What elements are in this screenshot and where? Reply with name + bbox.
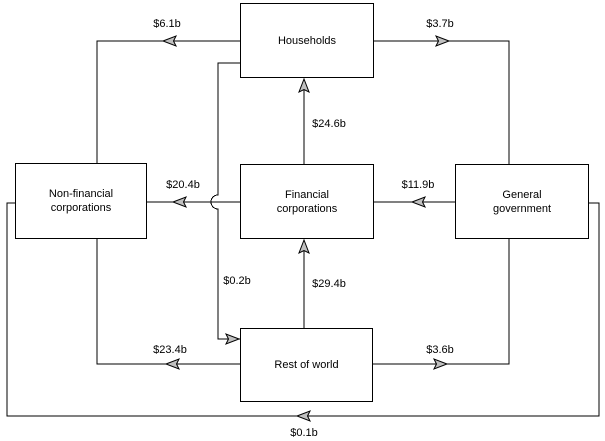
- arrowhead-icon: [224, 333, 241, 345]
- flow-value-rest-of-world-to-non-financial: $23.4b: [153, 344, 187, 356]
- node-households: Households: [240, 3, 374, 78]
- flow-value-government-to-financial: $11.9b: [401, 179, 435, 191]
- arrowhead-icon: [298, 77, 310, 94]
- edge-general-government-to-non-financial-corporations: [6, 202, 600, 422]
- arrowhead-icon: [161, 35, 178, 47]
- node-general-government-label: General government: [492, 188, 552, 215]
- flow-value-financial-to-households: $24.6b: [312, 118, 346, 130]
- arrowhead-icon: [410, 196, 427, 208]
- node-general-government: General government: [455, 164, 589, 239]
- arrowhead-icon: [164, 358, 181, 370]
- edge-general-government-to-financial-corporations: [374, 196, 455, 208]
- node-non-financial-corporations: Non-financial corporations: [15, 163, 147, 239]
- node-households-label: Households: [277, 34, 337, 47]
- flow-value-rest-of-world-to-government: $3.6b: [426, 344, 454, 356]
- arrowhead-icon: [434, 35, 451, 47]
- node-rest-of-world: Rest of world: [240, 328, 373, 402]
- edge-line: [210, 62, 240, 340]
- edge-financial-corporations-to-non-financial-corporations: [147, 196, 240, 208]
- edge-households-to-non-financial-corporations: [96, 35, 240, 163]
- edge-households-to-general-government: [374, 35, 510, 164]
- arrowhead-icon: [171, 196, 188, 208]
- flow-value-financial-to-non-financial: $20.4b: [166, 179, 200, 191]
- edge-line: [373, 239, 510, 365]
- edge-line: [96, 40, 240, 163]
- edge-financial-corporations-to-households: [298, 77, 310, 164]
- arrowhead-icon: [295, 410, 312, 422]
- node-non-financial-corporations-label: Non-financial corporations: [48, 188, 114, 214]
- edge-households-to-rest-of-world: [210, 62, 241, 345]
- flow-value-households-to-rest-of-world: $0.2b: [223, 275, 251, 287]
- node-financial-corporations: Financial corporations: [240, 164, 374, 239]
- flow-value-government-to-non-financial: $0.1b: [290, 427, 318, 439]
- arrowhead-icon: [298, 238, 310, 255]
- edge-rest-of-world-to-financial-corporations: [298, 238, 310, 328]
- edge-rest-of-world-to-non-financial-corporations: [96, 239, 240, 370]
- node-rest-of-world-label: Rest of world: [274, 359, 339, 371]
- edge-line: [96, 239, 240, 365]
- flow-value-households-to-non-financial: $6.1b: [153, 18, 181, 30]
- arrowhead-icon: [432, 358, 449, 370]
- flow-value-rest-of-world-to-financial: $29.4b: [312, 278, 346, 290]
- flow-value-households-to-government: $3.7b: [426, 18, 454, 30]
- edge-rest-of-world-to-general-government: [373, 239, 510, 370]
- edge-line: [374, 40, 510, 164]
- node-financial-corporations-label: Financial corporations: [276, 188, 338, 215]
